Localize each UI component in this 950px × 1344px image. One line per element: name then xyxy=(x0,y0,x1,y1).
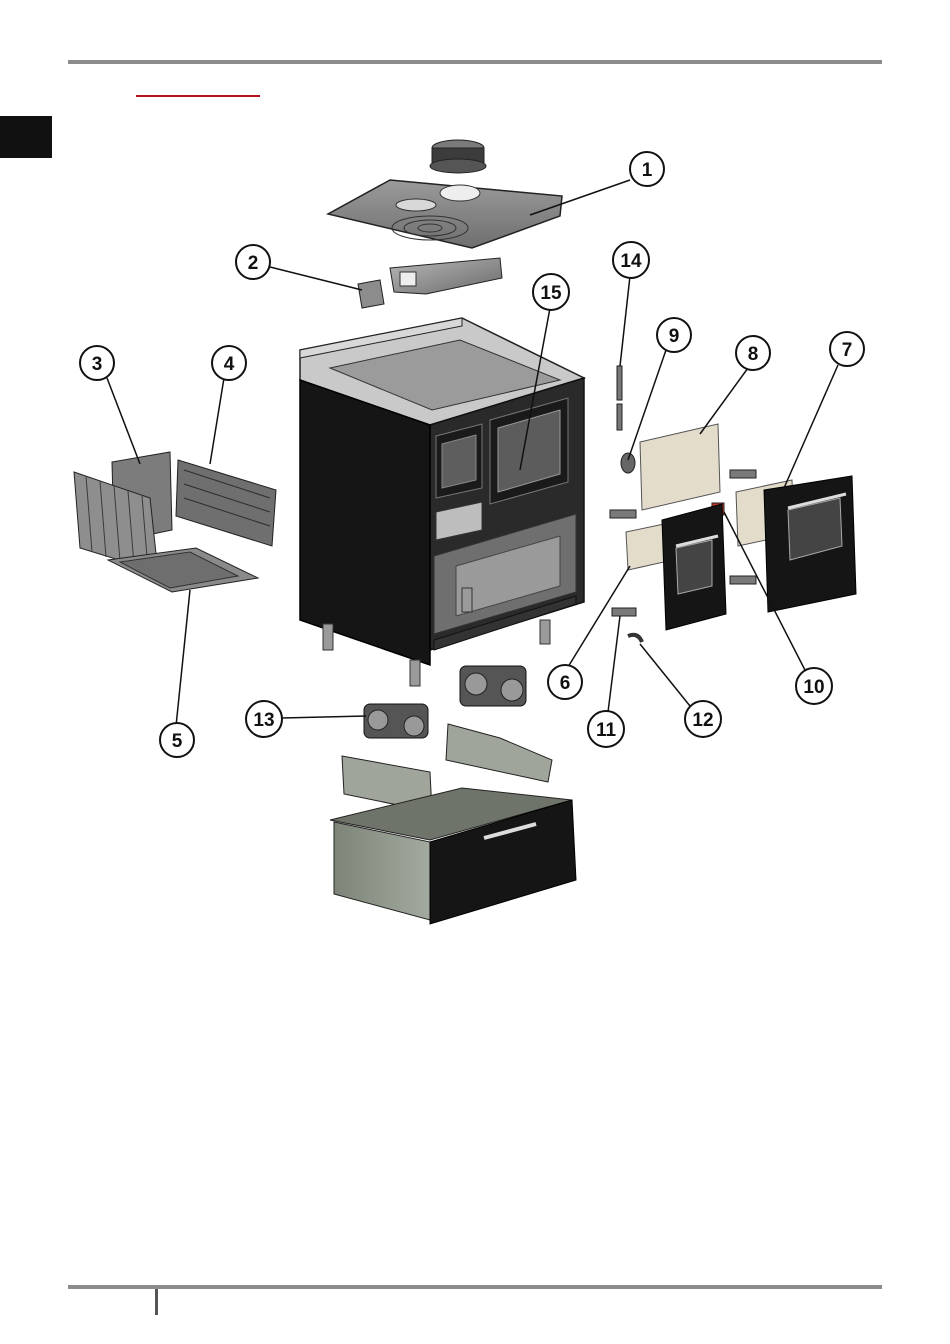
part-fans-and-drawer xyxy=(330,666,576,924)
callout-14-label: 14 xyxy=(620,251,642,272)
callout-8-label: 8 xyxy=(748,344,759,365)
callout-5: 5 xyxy=(160,723,194,757)
footer-rule xyxy=(68,1285,882,1289)
callout-15-label: 15 xyxy=(540,283,562,304)
callout-9: 9 xyxy=(657,318,691,352)
callout-6-label: 6 xyxy=(560,673,571,694)
callout-13-label: 13 xyxy=(253,710,274,731)
callout-5-label: 5 xyxy=(172,731,183,752)
callout-13: 13 xyxy=(246,701,282,737)
callout-11: 11 xyxy=(588,711,624,747)
callout-10: 10 xyxy=(796,668,832,704)
callout-15: 15 xyxy=(533,274,569,310)
callout-3-label: 3 xyxy=(92,354,103,375)
callout-1: 1 xyxy=(630,152,664,186)
callout-4: 4 xyxy=(212,346,246,380)
callout-11-label: 11 xyxy=(596,720,617,741)
part-firebox-liners xyxy=(74,452,276,592)
callout-1-label: 1 xyxy=(642,160,653,181)
footer-separator xyxy=(155,1289,158,1315)
callout-4-label: 4 xyxy=(224,354,235,375)
callout-9-label: 9 xyxy=(669,326,680,347)
callout-8: 8 xyxy=(736,336,770,370)
callout-7: 7 xyxy=(830,332,864,366)
callout-6: 6 xyxy=(548,665,582,699)
callout-2-label: 2 xyxy=(248,253,259,274)
part-cooktop-plate xyxy=(328,140,562,248)
part-stove-body xyxy=(300,318,584,686)
callout-7-label: 7 xyxy=(842,340,853,361)
part-smoke-deflector xyxy=(358,258,502,308)
callout-2: 2 xyxy=(236,245,270,279)
callout-12: 12 xyxy=(685,701,721,737)
callout-10-label: 10 xyxy=(803,677,824,698)
callout-3: 3 xyxy=(80,346,114,380)
callout-12-label: 12 xyxy=(692,710,713,731)
callout-14: 14 xyxy=(613,242,649,278)
